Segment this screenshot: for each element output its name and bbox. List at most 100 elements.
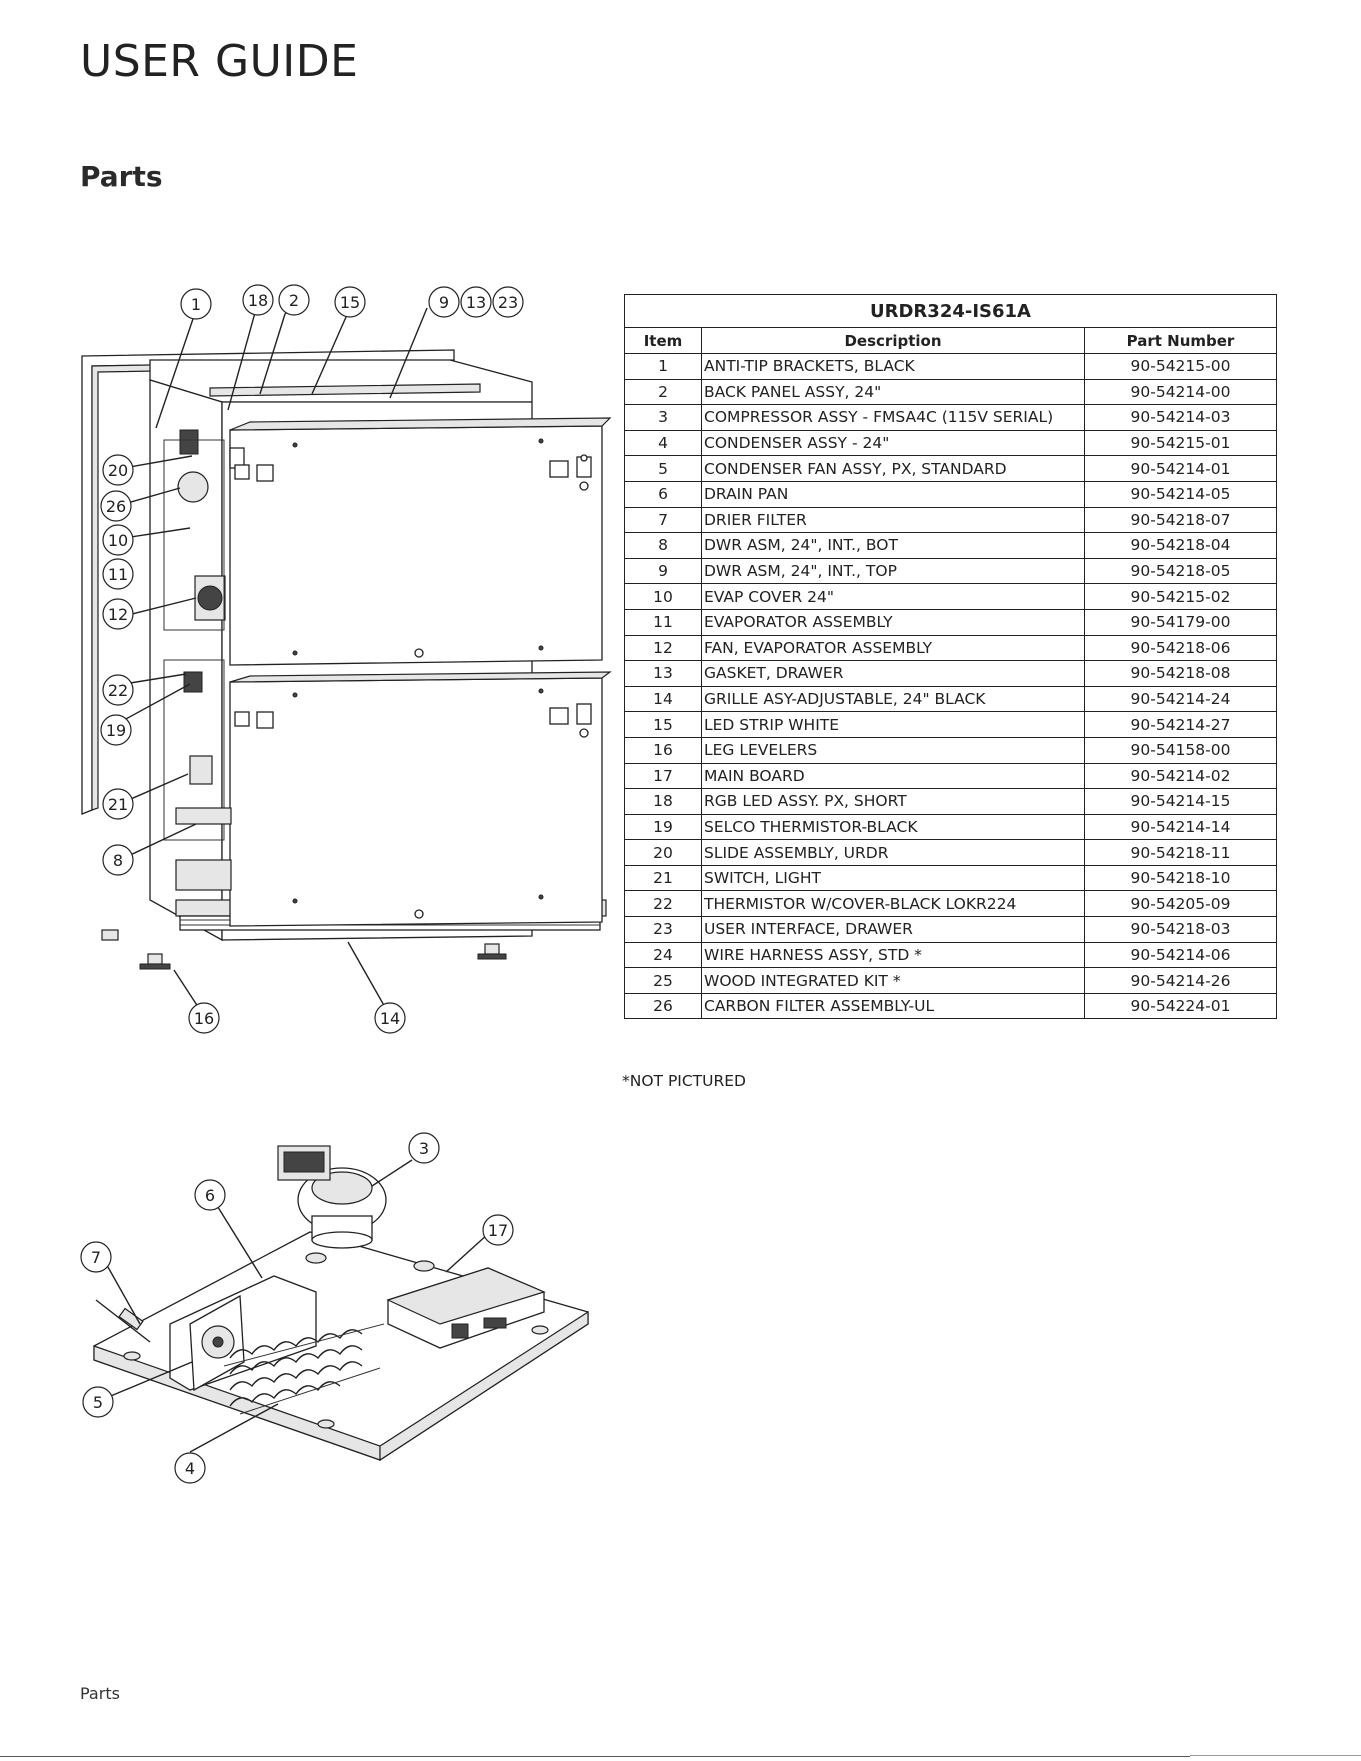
item-cell: 24 — [624, 941, 702, 969]
part-number-cell: 90-54214-26 — [1084, 967, 1277, 994]
section-title: Parts — [80, 160, 163, 193]
callout-11: 11 — [102, 558, 134, 590]
callout-1: 1 — [180, 288, 212, 320]
part-number-cell: 90-54218-08 — [1084, 660, 1277, 687]
callout-19: 19 — [100, 714, 132, 746]
part-number-cell: 90-54215-01 — [1084, 429, 1277, 457]
description-cell: CONDENSER ASSY - 24" — [701, 429, 1085, 457]
item-cell: 9 — [624, 557, 702, 585]
svg-text:3: 3 — [419, 1139, 429, 1158]
part-number-cell: 90-54218-04 — [1084, 532, 1277, 559]
item-cell: 17 — [624, 762, 702, 790]
description-cell: ANTI-TIP BRACKETS, BLACK — [701, 353, 1085, 380]
item-cell: 26 — [624, 992, 702, 1020]
callout-18: 18 — [242, 284, 274, 316]
svg-text:14: 14 — [380, 1009, 400, 1028]
cabinet-drawing — [81, 349, 612, 970]
svg-text:22: 22 — [108, 681, 128, 700]
description-cell: COMPRESSOR ASSY - FMSA4C (115V SERIAL) — [701, 404, 1085, 431]
svg-text:12: 12 — [108, 605, 128, 624]
callout-15: 15 — [334, 286, 366, 318]
base-leader-lines — [103, 1159, 489, 1453]
item-cell: 2 — [624, 378, 702, 406]
svg-text:15: 15 — [340, 293, 360, 312]
model-number: URDR324-IS61A — [624, 294, 1277, 328]
part-number-cell: 90-54215-02 — [1084, 583, 1277, 610]
callout-21: 21 — [102, 788, 134, 820]
svg-text:5: 5 — [93, 1393, 103, 1412]
svg-text:26: 26 — [106, 497, 126, 516]
part-number-cell: 90-54218-07 — [1084, 506, 1277, 534]
description-cell: RGB LED ASSY. PX, SHORT — [701, 788, 1085, 815]
part-number-cell: 90-54158-00 — [1084, 736, 1277, 764]
column-header-part-number: Part Number — [1084, 327, 1277, 354]
svg-text:13: 13 — [466, 293, 486, 312]
item-cell: 6 — [624, 480, 702, 508]
item-cell: 12 — [624, 634, 702, 662]
item-cell: 10 — [624, 583, 702, 610]
item-cell: 8 — [624, 532, 702, 559]
item-cell: 19 — [624, 813, 702, 841]
item-cell: 5 — [624, 455, 702, 482]
part-number-cell: 90-54214-27 — [1084, 711, 1277, 738]
callout-10: 10 — [102, 524, 134, 556]
item-cell: 25 — [624, 967, 702, 994]
part-number-cell: 90-54214-00 — [1084, 378, 1277, 406]
svg-text:8: 8 — [113, 851, 123, 870]
description-cell: LED STRIP WHITE — [701, 711, 1085, 738]
part-number-cell: 90-54214-15 — [1084, 788, 1277, 815]
part-number-cell: 90-54214-06 — [1084, 941, 1277, 969]
item-cell: 15 — [624, 711, 702, 738]
description-cell: WIRE HARNESS ASSY, STD * — [701, 941, 1085, 969]
column-header-item: Item — [624, 327, 702, 354]
machine-compartment-diagram: 3 6 17 7 5 4 — [80, 1128, 600, 1488]
description-cell: DWR ASM, 24", INT., TOP — [701, 557, 1085, 585]
description-cell: CONDENSER FAN ASSY, PX, STANDARD — [701, 455, 1085, 482]
svg-text:7: 7 — [91, 1248, 101, 1267]
base-drawing — [93, 1145, 589, 1462]
callout-12: 12 — [102, 598, 134, 630]
page-title: USER GUIDE — [80, 36, 359, 87]
part-number-cell: 90-54214-14 — [1084, 813, 1277, 841]
callout-7: 7 — [80, 1241, 112, 1273]
callout-14: 14 — [374, 1002, 406, 1034]
svg-text:2: 2 — [289, 291, 299, 310]
item-cell: 16 — [624, 736, 702, 764]
part-number-cell: 90-54218-05 — [1084, 557, 1277, 585]
description-cell: GASKET, DRAWER — [701, 660, 1085, 687]
description-cell: SLIDE ASSEMBLY, URDR — [701, 839, 1085, 866]
part-number-cell: 90-54224-01 — [1084, 992, 1277, 1020]
description-cell: WOOD INTEGRATED KIT * — [701, 967, 1085, 994]
item-cell: 7 — [624, 506, 702, 534]
callout-26: 26 — [100, 490, 132, 522]
footnote: *NOT PICTURED — [622, 1072, 746, 1090]
callout-17: 17 — [482, 1214, 514, 1246]
svg-text:4: 4 — [185, 1459, 195, 1478]
footer-rule-light — [1190, 1755, 1361, 1756]
part-number-cell: 90-54218-03 — [1084, 916, 1277, 943]
item-cell: 1 — [624, 353, 702, 380]
callout-9: 9 — [428, 286, 460, 318]
part-number-cell: 90-54205-09 — [1084, 890, 1277, 918]
callout-5: 5 — [82, 1386, 114, 1418]
callout-13: 13 — [460, 286, 492, 318]
callout-4: 4 — [174, 1452, 206, 1484]
item-cell: 11 — [624, 608, 702, 636]
part-number-cell: 90-54214-05 — [1084, 480, 1277, 508]
